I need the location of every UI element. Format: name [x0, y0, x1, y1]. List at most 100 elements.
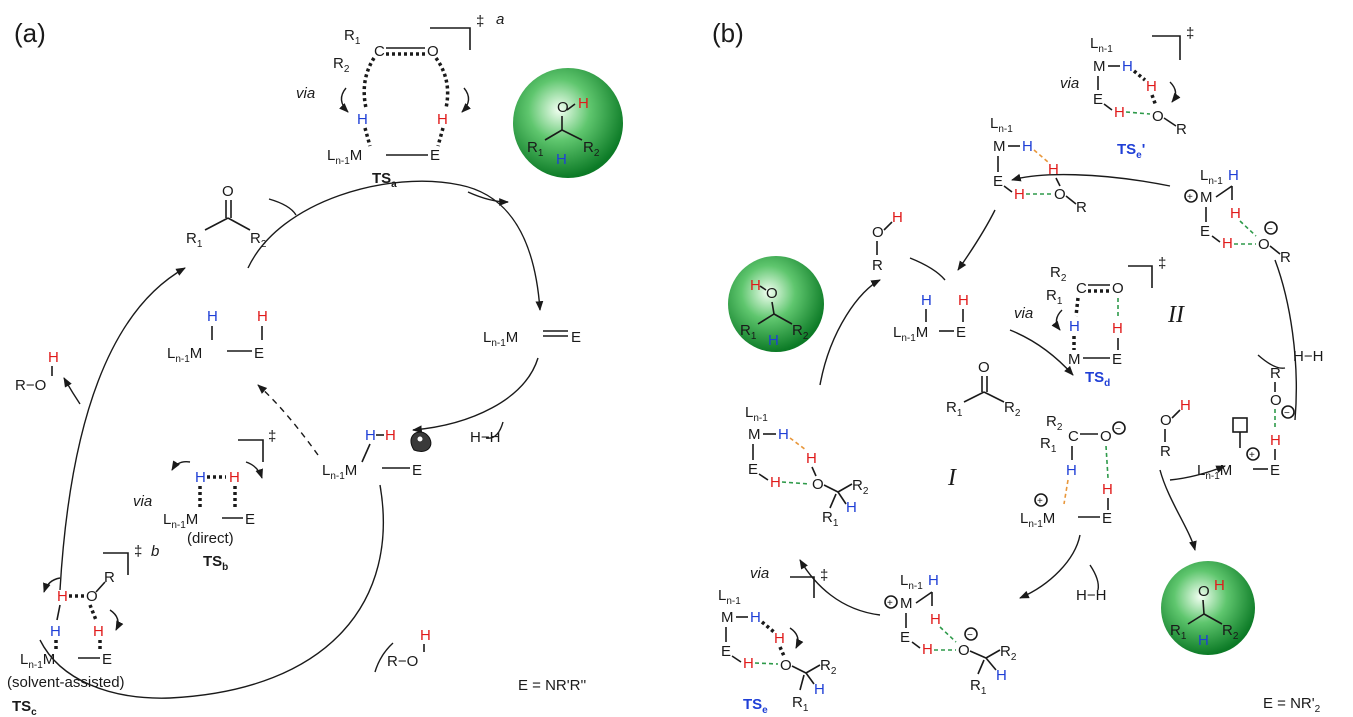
tsd-oxygen: O	[1112, 280, 1124, 297]
alkoxide-bound-intermediate-left: Ln-1 M H H O R2 H R1 E H	[745, 404, 869, 529]
ketone-a-r2: R2	[250, 230, 267, 250]
ipc-minus: −	[1115, 424, 1121, 435]
abt-r: R	[1076, 199, 1087, 216]
tse-proton-2: H	[743, 655, 754, 672]
vsc-metal: Ln-1M	[1197, 462, 1232, 482]
tsep-r: R	[1176, 121, 1187, 138]
tse-via: via	[750, 565, 769, 582]
panel-a-label: (a)	[14, 18, 46, 48]
alcohol-solvent-in-a: H R−O	[387, 627, 431, 670]
abl-proton-1: H	[806, 450, 817, 467]
tse-r1: R1	[792, 694, 809, 714]
mh-a-metal: Ln-1M	[167, 345, 202, 365]
alcohol-solvent-out-a: H R−O	[15, 349, 59, 394]
tsd-r2: R2	[1050, 264, 1067, 284]
tsd-r1: R1	[1046, 287, 1063, 307]
dh-a-h2: H	[385, 427, 396, 444]
abl-hydride-2: H	[846, 499, 857, 516]
pbl-oxygen: O	[766, 285, 778, 302]
vacant-site-complex: R O − H + Ln-1M E	[1197, 365, 1295, 482]
panel-b-label: (b)	[712, 18, 744, 48]
tse-hydride: H	[750, 609, 761, 626]
lone-pair-lobe	[410, 431, 432, 452]
kb-r1: R1	[946, 399, 963, 419]
tsep-ligand: Ln-1	[1090, 35, 1113, 55]
abl-hydride: H	[778, 426, 789, 443]
tsd-label: TSd	[1085, 369, 1110, 389]
mhb-nitrogen: E	[956, 324, 966, 341]
abl-proton-2: H	[770, 474, 781, 491]
amido-a-nitrogen: E	[571, 329, 581, 346]
ts-a-r2: R2	[333, 55, 350, 75]
tsep-proton-2: H	[1114, 104, 1125, 121]
alcohol-product-b-left: H O R1 R2 H	[728, 256, 824, 352]
dh-a-h1: H	[365, 427, 376, 444]
ts-e-prime-structure: Ln-1 M H H O R E H via ‡ TSe'	[1060, 25, 1194, 161]
iptr-metal: M	[1200, 189, 1213, 206]
alcohol-product-b-right: O H R1 R2 H	[1161, 561, 1255, 655]
ts-a-footnote-a: a	[496, 11, 504, 28]
mhb-hydride: H	[921, 292, 932, 309]
abl-nitrogen: E	[748, 461, 758, 478]
ketone-a-r1: R1	[186, 230, 203, 250]
abl-r1: R1	[822, 509, 839, 529]
ipb-ligand: Ln-1	[900, 572, 923, 592]
ipb-nitrogen: E	[900, 629, 910, 646]
mh-a-hydride: H	[207, 308, 218, 325]
ts-a-carbon: C	[374, 43, 385, 60]
ketone-substrate-a: O R1 R2	[186, 183, 267, 250]
ts-a-proton: H	[437, 111, 448, 128]
ts-b-hydride: H	[195, 469, 206, 486]
ts-e-structure: via Ln-1 M H H O R2 H R1 E H ‡ TSe	[718, 565, 837, 716]
rohc-oxygen: O	[1160, 412, 1172, 429]
pbl-r2: R2	[792, 322, 809, 342]
ipc-r2: R2	[1046, 413, 1063, 433]
ts-b-proton: H	[229, 469, 240, 486]
ipb-proton-1: H	[930, 611, 941, 628]
roh-in-proton: H	[420, 627, 431, 644]
ts-d-structure: R2 R1 C O H H M E via ‡ TSd	[1014, 255, 1166, 389]
roh-out-proton: H	[48, 349, 59, 366]
metal-amine-dihydride-b: H H Ln-1M E	[893, 292, 969, 344]
abt-hydride: H	[1022, 138, 1033, 155]
roh-b-top-proton: H	[892, 209, 903, 226]
product-a-r2: R2	[583, 139, 600, 159]
iptr-proton-1: H	[1230, 205, 1241, 222]
ts-b-nitrogen: E	[245, 511, 255, 528]
ipc-plus: +	[1037, 496, 1043, 507]
ts-a-r1: R1	[344, 27, 361, 47]
ipb-hydride-2: H	[996, 667, 1007, 684]
ipb-r2: R2	[1000, 643, 1017, 663]
abt-ligand: Ln-1	[990, 115, 1013, 135]
ipb-proton-2: H	[922, 641, 933, 658]
ts-b-via: via	[133, 493, 152, 510]
iptr-oxygen: O	[1258, 236, 1270, 253]
vsc-nitrogen: E	[1270, 462, 1280, 479]
abt-oxygen: O	[1054, 186, 1066, 203]
iptr-minus: −	[1267, 224, 1273, 235]
tsep-proton-1: H	[1146, 78, 1157, 95]
tsep-dagger: ‡	[1186, 25, 1194, 42]
tse-label: TSe	[743, 696, 768, 716]
ts-c-metal: Ln-1M	[20, 651, 55, 671]
vsc-proton: H	[1270, 432, 1281, 449]
rohc-r: R	[1160, 443, 1171, 460]
tsd-hydride: H	[1069, 318, 1080, 335]
abt-metal: M	[993, 138, 1006, 155]
dh-a-metal: Ln-1M	[322, 462, 357, 482]
ketone-substrate-b: O R1 R2	[946, 359, 1021, 419]
ipc-hydride: H	[1066, 462, 1077, 479]
mhb-proton: H	[958, 292, 969, 309]
ts-c-solvent: (solvent-assisted)	[7, 674, 125, 691]
tsd-metal: M	[1068, 351, 1081, 368]
iptr-nitrogen: E	[1200, 223, 1210, 240]
ts-b-direct: (direct)	[187, 530, 234, 547]
roh-out-formula: R−O	[15, 377, 46, 394]
ts-c-r: R	[104, 569, 115, 586]
ion-pair-center: R2 R1 C O − H H + Ln-1M E	[1020, 413, 1126, 530]
ipc-r1: R1	[1040, 435, 1057, 455]
tse-hydride-2: H	[814, 681, 825, 698]
pbr-hydride: H	[1198, 632, 1209, 649]
iptr-r: R	[1280, 249, 1291, 266]
